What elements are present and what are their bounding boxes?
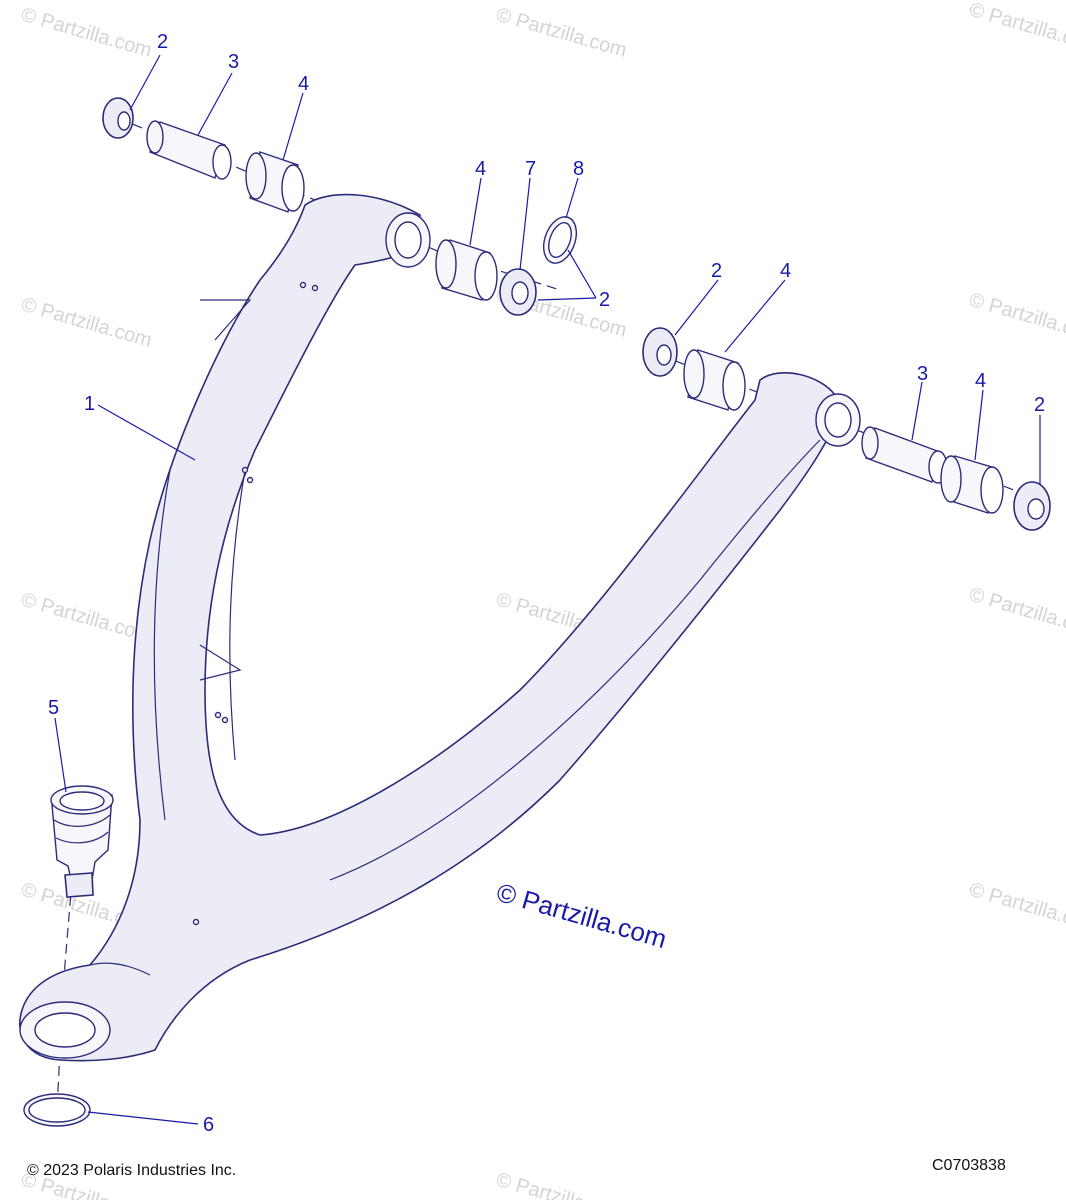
callout-2: 2 <box>599 289 610 311</box>
callout-4: 4 <box>475 158 486 180</box>
seal-7-bore <box>511 281 529 305</box>
bushing-4-center-bore <box>474 251 498 301</box>
leader-2-to-seal7 <box>537 297 597 301</box>
bushing-4-center-end <box>435 239 457 289</box>
leader-5 <box>54 717 67 793</box>
bushing-4-right-outer-bore <box>980 466 1004 514</box>
a-arm-body <box>19 193 861 1062</box>
seal-2-right-inner-bore <box>656 344 672 366</box>
a-arm-shape <box>19 193 841 1062</box>
watermark: © Partzilla.com <box>19 589 155 647</box>
body-edge-line <box>200 299 252 341</box>
callout-8: 8 <box>573 158 584 180</box>
mount-hole <box>214 711 222 719</box>
callout-4: 4 <box>780 260 791 282</box>
watermark: © Partzilla.com <box>19 4 155 62</box>
callout-2: 2 <box>711 260 722 282</box>
figure-code: C0703838 <box>932 1157 1006 1174</box>
left-pivot-inner-hardware <box>435 216 578 316</box>
sleeve-3-upper-left-end <box>146 120 164 154</box>
ball-joint-5-cup <box>59 791 105 811</box>
ball-joint-5-stud <box>64 872 94 898</box>
ball-joint-5-rib <box>53 814 111 827</box>
callout-7: 7 <box>525 158 536 180</box>
copyright-text: © 2023 Polaris Industries Inc. <box>27 1162 236 1179</box>
leader-8 <box>565 177 579 219</box>
sleeve-3-right-end <box>861 426 879 460</box>
seal-2-right-outer-bore <box>1027 498 1045 520</box>
leader-6 <box>87 1111 199 1125</box>
bushing-4-right-inner-end <box>683 349 705 399</box>
leader-4-center <box>469 177 482 246</box>
body-edge-line <box>199 644 242 681</box>
watermark: © Partzilla.com <box>967 0 1066 57</box>
upper-left-hardware <box>102 97 305 213</box>
mount-hole <box>241 466 249 474</box>
leader-7 <box>519 177 531 271</box>
callout-2: 2 <box>1034 394 1045 416</box>
callout-4: 4 <box>298 73 309 95</box>
leader-lines <box>54 54 1041 1125</box>
callout-4: 4 <box>975 370 986 392</box>
body-edge-line <box>89 962 151 976</box>
leader-3-right <box>911 381 923 441</box>
partzilla-watermark: © Partzilla.com <box>493 877 670 954</box>
mount-hole <box>192 918 200 926</box>
left-pivot-bore <box>394 221 422 259</box>
callout-2: 2 <box>157 31 168 53</box>
bushing-4-upper-left-bore <box>281 164 305 212</box>
body-edge-line <box>153 469 171 821</box>
bushing-4-right-outer-end <box>940 455 962 503</box>
watermark: © Partzilla.com <box>967 289 1066 347</box>
snap-ring-6-bore <box>28 1097 86 1123</box>
mount-hole <box>299 281 307 289</box>
leader-4-right-outer <box>974 389 984 461</box>
leader-2-right-inner <box>674 279 719 336</box>
leader-2-upper-left <box>129 54 161 111</box>
watermark: © Partzilla.com <box>19 294 155 352</box>
ball-joint-assembly <box>23 785 114 1127</box>
right-pivot-bore <box>824 402 852 438</box>
sleeve-3-upper-left-bore <box>212 144 232 180</box>
mount-hole <box>221 716 229 724</box>
callout-1: 1 <box>84 393 95 415</box>
callouts: 1 2 3 4 4 7 8 2 2 4 3 4 2 5 6 <box>48 31 1045 1136</box>
callout-6: 6 <box>203 1114 214 1136</box>
bushing-4-upper-left-end <box>245 152 267 200</box>
right-pivot-hardware <box>642 327 1051 531</box>
ball-joint-5-rib <box>55 831 109 844</box>
bushing-4-right-inner-bore <box>722 361 746 411</box>
leader-4-upper-left <box>282 92 304 161</box>
leader-2-to-washer <box>567 249 597 299</box>
washer-8-bore <box>548 222 572 258</box>
watermark: © Partzilla.com <box>494 4 630 62</box>
leader-4-right-inner <box>724 279 786 353</box>
watermark: © Partzilla.com <box>967 584 1066 642</box>
callout-3: 3 <box>228 51 239 73</box>
watermark: © Partzilla.com <box>494 1169 630 1200</box>
watermark: © Partzilla.com <box>967 879 1066 937</box>
body-edge-line <box>329 439 821 881</box>
body-edge-line <box>229 469 246 761</box>
leader-1 <box>97 404 196 461</box>
seal-2-upper-left-bore <box>117 111 131 131</box>
mount-hole <box>311 284 319 292</box>
ball-joint-bore <box>34 1012 96 1048</box>
leader-3-upper-left <box>197 72 233 136</box>
callout-3: 3 <box>917 363 928 385</box>
callout-5: 5 <box>48 697 59 719</box>
mount-hole <box>246 476 254 484</box>
